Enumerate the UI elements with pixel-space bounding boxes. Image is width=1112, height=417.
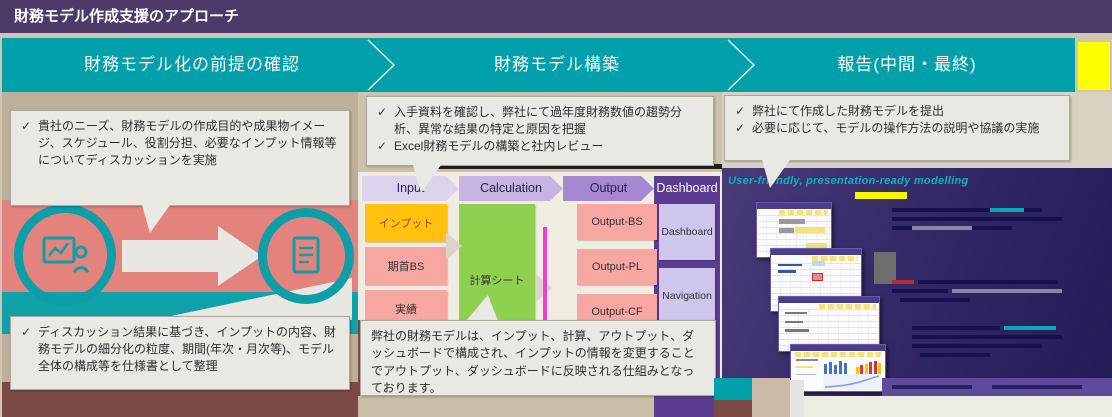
mini-bar-chart-blue bbox=[823, 360, 847, 374]
page-title-bar: 財務モデル作成支援のアプローチ bbox=[0, 0, 1112, 33]
bullet-text: 弊社にて作成した財務モデルを提出 bbox=[752, 104, 945, 118]
flow-box-output-pl: Output-PL bbox=[577, 249, 657, 285]
document-icon bbox=[292, 236, 320, 274]
dark-divider bbox=[428, 164, 722, 169]
bullet-item: ✓ 貴社のニーズ、財務モデルの作成目的や成果物イメージ、スケジュール、役割分担、… bbox=[21, 118, 339, 169]
callout-tail bbox=[466, 295, 498, 321]
check-icon: ✓ bbox=[21, 119, 32, 133]
flow-header-output: Output bbox=[563, 176, 654, 201]
callout-tail bbox=[413, 165, 441, 193]
chevron-separator-lines bbox=[367, 39, 756, 91]
mini-line-chart bbox=[822, 373, 881, 390]
check-icon: ✓ bbox=[21, 325, 32, 339]
document-circle bbox=[258, 208, 354, 304]
flow-arrow-icon bbox=[446, 232, 462, 260]
excel-screenshot-3 bbox=[778, 296, 880, 352]
check-icon: ✓ bbox=[377, 105, 388, 119]
gray-fragment bbox=[790, 380, 804, 417]
tan-strip bbox=[358, 396, 722, 417]
left-callout-bottom: ✓ ディスカッション結果に基づき、インプットの内容、財務モデルの細分化の粒度、期… bbox=[10, 316, 350, 390]
process-arrow-head bbox=[218, 226, 262, 286]
right-panel: User-friendly, presentation-ready modell… bbox=[722, 92, 1112, 417]
bullet-item: ✓ ディスカッション結果に基づき、インプットの内容、財務モデルの細分化の粒度、期… bbox=[21, 324, 339, 375]
slide-footer-bar bbox=[882, 378, 1112, 396]
bullet-item: ✓ 必要に応じて、モデルの操作方法の説明や協議の実施 bbox=[735, 120, 1059, 137]
right-callout-top: ✓ 弊社にて作成した財務モデルを提出 ✓ 必要に応じて、モデルの操作方法の説明や… bbox=[724, 95, 1070, 161]
phase-1-label: 財務モデル化の前提の確認 bbox=[84, 55, 300, 74]
yellow-marker bbox=[1078, 42, 1110, 90]
bullet-item: ✓ 入手資料を確認し、弊社にて過年度財務数値の趨勢分析、異常な結果の特定と原因を… bbox=[377, 104, 703, 138]
middle-panel: Input Calculation Output Dashboard インプット… bbox=[358, 92, 722, 417]
phase-2-label: 財務モデル構築 bbox=[494, 55, 620, 74]
check-icon: ✓ bbox=[735, 104, 746, 118]
phase-3-label: 報告(中間・最終) bbox=[837, 55, 977, 74]
excel-dashboard-screenshot bbox=[790, 344, 886, 392]
magenta-artifact bbox=[543, 227, 547, 322]
cream-strip bbox=[795, 396, 1112, 417]
callout-tail bbox=[142, 205, 170, 233]
page-title: 財務モデル作成支援のアプローチ bbox=[14, 8, 240, 25]
bullet-text: Excel財務モデルの構築と社内レビュー bbox=[394, 139, 604, 154]
left-panel: ✓ 貴社のニーズ、財務モデルの作成目的や成果物イメージ、スケジュール、役割分担、… bbox=[2, 92, 358, 417]
flow-box-opening-bs: 期首BS bbox=[365, 247, 447, 285]
flow-box-input: インプット bbox=[365, 204, 447, 242]
middle-callout-top: ✓ 入手資料を確認し、弊社にて過年度財務数値の趨勢分析、異常な結果の特定と原因を… bbox=[366, 96, 714, 166]
note-text: 弊社の財務モデルは、インプット、計算、アウトプット、ダッシュボードで構成され、イ… bbox=[371, 329, 695, 396]
flow-box-dashboard: Dashboard bbox=[659, 204, 715, 260]
bullet-text: ディスカッション結果に基づき、インプットの内容、財務モデルの細分化の粒度、期間(… bbox=[38, 325, 336, 374]
bullet-item: ✓ Excel財務モデルの構築と社内レビュー bbox=[377, 138, 703, 155]
flow-box-navigation: Navigation bbox=[659, 268, 715, 324]
modelling-slide-image: User-friendly, presentation-ready modell… bbox=[722, 168, 1112, 396]
flow-header-input: Input bbox=[362, 176, 459, 201]
callout-tail bbox=[762, 160, 790, 188]
bullet-text: 貴社のニーズ、財務モデルの作成目的や成果物イメージ、スケジュール、役割分担、必要… bbox=[38, 119, 337, 168]
discussion-icon bbox=[42, 236, 90, 273]
flow-header-calculation: Calculation bbox=[459, 176, 563, 201]
yellow-highlight bbox=[855, 192, 907, 199]
gray-thumbnail bbox=[874, 252, 896, 284]
tan-fragment bbox=[752, 378, 790, 417]
bullet-item: ✓ 弊社にて作成した財務モデルを提出 bbox=[735, 103, 1059, 120]
mini-bar-chart-red-yellow bbox=[855, 360, 881, 374]
phase-band: 財務モデル化の前提の確認 財務モデル構築 報告(中間・最終) bbox=[2, 38, 1075, 92]
middle-note-callout: 弊社の財務モデルは、インプット、計算、アウトプット、ダッシュボードで構成され、イ… bbox=[360, 320, 716, 396]
bullet-text: 入手資料を確認し、弊社にて過年度財務数値の趨勢分析、異常な結果の特定と原因を把握 bbox=[394, 105, 683, 137]
check-icon: ✓ bbox=[377, 139, 388, 154]
flow-box-output-bs: Output-BS bbox=[577, 204, 657, 240]
left-callout-top: ✓ 貴社のニーズ、財務モデルの作成目的や成果物イメージ、スケジュール、役割分担、… bbox=[10, 110, 350, 206]
process-arrow-shaft bbox=[122, 240, 220, 272]
discussion-circle bbox=[14, 204, 116, 306]
teal-fragment bbox=[714, 378, 752, 400]
bullet-text: 必要に応じて、モデルの操作方法の説明や協議の実施 bbox=[752, 121, 1040, 136]
flow-header-dashboard: Dashboard bbox=[654, 176, 720, 201]
check-icon: ✓ bbox=[735, 121, 746, 136]
